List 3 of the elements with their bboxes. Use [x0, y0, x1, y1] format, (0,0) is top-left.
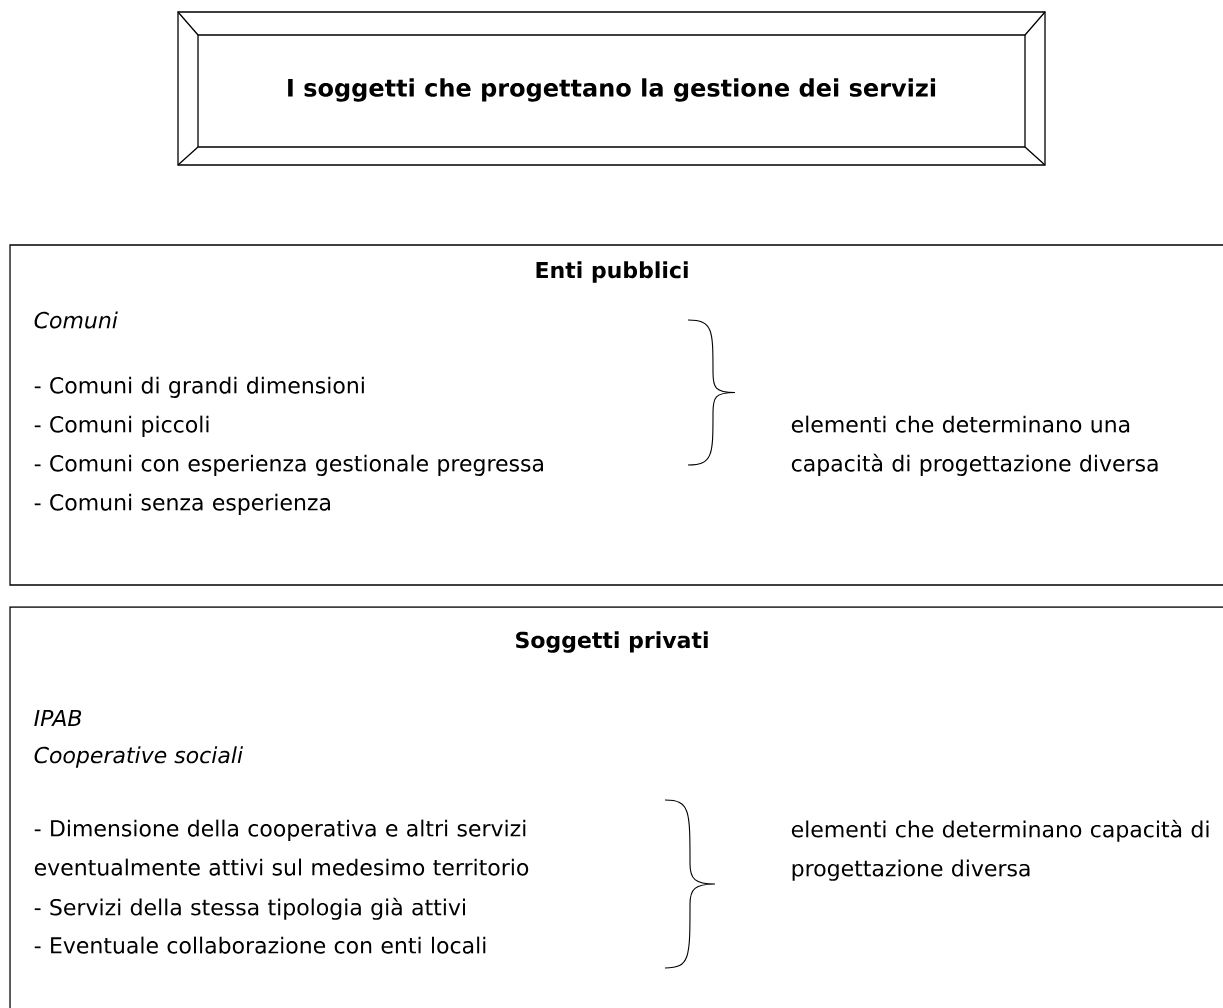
section-box: Enti pubblici Comuni - Comuni di grandi dimensioni - Comuni piccoli - Comuni con esperienza gestionale pregressa - Comuni senza esperienza elementi che determinano una capacità di progettazione diversa	[9, 244, 1223, 586]
section-box: Soggetti privati IPAB Cooperative sociali - Dimensione della cooperativa e altri servizi eventualmente attivi sul medesimo territorio - Servizi della stessa tipologia già attivi - Eventuale collaborazione con enti locali elementi che determinano capacità di progettazione diversa	[9, 606, 1223, 1008]
title-box: I soggetti che progettano la gestione dei servizi	[177, 11, 1046, 166]
